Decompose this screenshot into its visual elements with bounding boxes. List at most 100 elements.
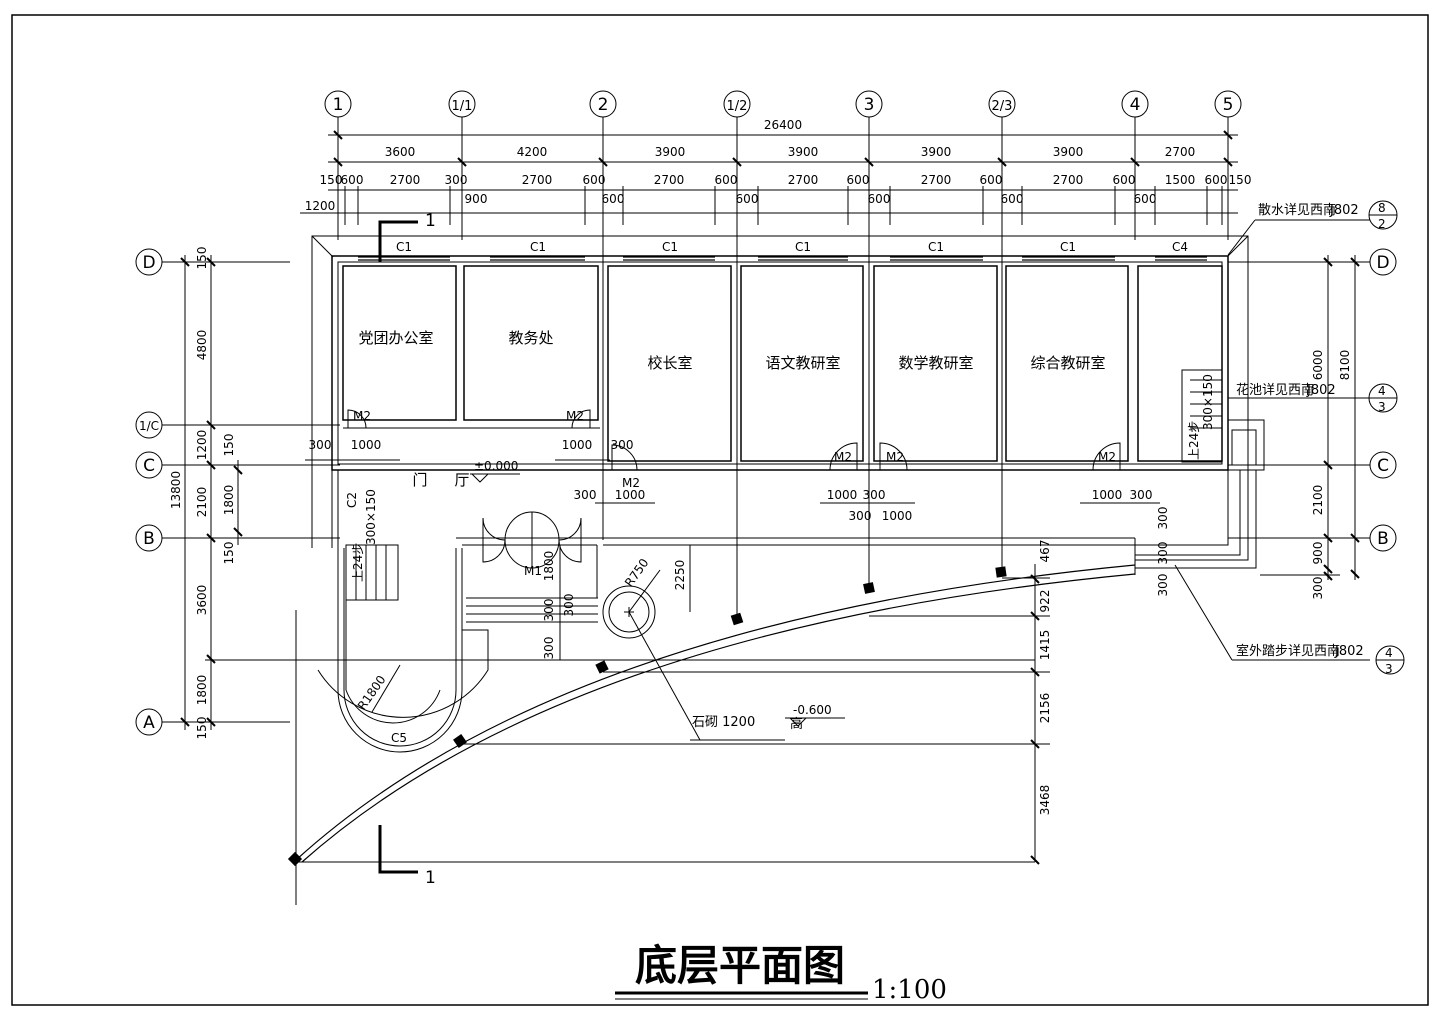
- porch-dim-lines: [371, 545, 691, 713]
- axis-label-C-right: C: [1377, 456, 1389, 476]
- dim-sub-0: 1200: [305, 199, 336, 213]
- axis-label-D-right: D: [1376, 253, 1389, 273]
- dim-open-9: 600: [847, 173, 870, 187]
- dim-bay-2: 4200: [517, 145, 548, 159]
- note-planter-sheet: 3: [1378, 400, 1386, 414]
- axis-label-B-right: B: [1377, 529, 1389, 549]
- dim-open-4: 2700: [522, 173, 553, 187]
- axis-label-B: B: [143, 529, 155, 549]
- top-dimension-lines: [300, 130, 1238, 620]
- axis-label-4: 4: [1130, 95, 1141, 115]
- dim-left-2: 1200: [195, 430, 209, 461]
- note-drain: 散水详见西南: [1258, 202, 1336, 218]
- stair-left-up: 上24步: [351, 543, 365, 582]
- elevation-main: ±0.000: [474, 459, 518, 473]
- window-label-2: C1: [530, 240, 546, 254]
- elevation-markers: [470, 473, 845, 727]
- dim-open-16: 150: [1229, 173, 1252, 187]
- dim-sub-4: 600: [868, 192, 891, 206]
- note-steps-ref: J802: [1334, 644, 1364, 659]
- dim-open-8: 2700: [788, 173, 819, 187]
- dim-sub-6: 600: [1134, 192, 1157, 206]
- dim-open-12: 2700: [1053, 173, 1084, 187]
- drawing-title: 底层平面图: [635, 941, 845, 990]
- door-dim-3: 300: [611, 438, 634, 452]
- dim-inner-0: 150: [222, 434, 236, 457]
- dim-overall-width: 26400: [764, 118, 802, 132]
- dim-inner-1: 1800: [222, 485, 236, 516]
- note-planter: 花池详见西南: [1236, 382, 1314, 398]
- dim-bay-7: 2700: [1165, 145, 1196, 159]
- axis-label-C: C: [143, 456, 155, 476]
- dim-left-6: 150: [195, 717, 209, 740]
- step-dim-1: 300: [1156, 542, 1170, 565]
- door-label-m1: M1: [524, 564, 542, 578]
- door-dim-4: 1000: [615, 488, 646, 502]
- dim-left-5: 1800: [195, 675, 209, 706]
- dim-open-11: 600: [980, 173, 1003, 187]
- step-dim-0: 300: [1156, 507, 1170, 530]
- note-planter-num: 4: [1378, 384, 1386, 398]
- title-block: 底层平面图 1:100: [615, 941, 947, 1005]
- axis-label-D: D: [142, 253, 155, 273]
- dim-open-15: 600: [1205, 173, 1228, 187]
- dim-bay-1: 3600: [385, 145, 416, 159]
- door-dim-11: 300: [1130, 488, 1153, 502]
- curve-dim-1: 922: [1038, 590, 1052, 613]
- window-label-7: C4: [1172, 240, 1188, 254]
- section-marks: [378, 220, 418, 874]
- dim-right-1: 2100: [1311, 485, 1325, 516]
- room-label-math-teaching: 数学教研室: [898, 354, 973, 372]
- curve-dim-3: 2156: [1038, 693, 1052, 724]
- note-planter-ref: J802: [1306, 383, 1336, 398]
- room-label-academic-affairs: 教务处: [508, 329, 553, 347]
- note-drain-sheet: 2: [1378, 217, 1386, 231]
- stair-right-size: 300×150: [1201, 374, 1215, 430]
- dim-bay-3: 3900: [655, 145, 686, 159]
- note-steps-num: 4: [1385, 646, 1393, 660]
- planter-radius: R750: [622, 556, 651, 590]
- room-label-principal: 校长室: [647, 354, 692, 372]
- axis-label-2: 2: [598, 95, 609, 115]
- door-dim-8: 1000: [882, 509, 913, 523]
- curve-dim-4: 3468: [1038, 785, 1052, 816]
- dim-open-2: 2700: [390, 173, 421, 187]
- section-mark-bottom: 1: [425, 868, 436, 888]
- porch-dim-1800: 1800: [542, 551, 556, 582]
- hall-label-1: 门: [412, 471, 427, 489]
- door-dim-0: 300: [309, 438, 332, 452]
- window-label-5: C1: [928, 240, 944, 254]
- dim-right-3: 300: [1311, 577, 1325, 600]
- door-label-6: M2: [1098, 450, 1116, 464]
- curve-dim-2: 1415: [1038, 630, 1052, 661]
- door-label-2: M2: [566, 409, 584, 423]
- axis-label-5: 5: [1223, 95, 1234, 115]
- dim-open-0: 150: [320, 173, 343, 187]
- room-label-general-teaching: 综合教研室: [1030, 354, 1105, 372]
- curved-site-wall: [295, 564, 1136, 905]
- drawing-frame: [11, 14, 1429, 1006]
- window-label-c5: C5: [391, 731, 407, 745]
- wall-pilasters: [287, 566, 1007, 867]
- dim-left-3: 2100: [195, 487, 209, 518]
- drawing-scale: 1:100: [872, 975, 947, 1005]
- dim-open-14: 1500: [1165, 173, 1196, 187]
- door-dim-2: 1000: [562, 438, 593, 452]
- axis-label-1-2: 1/2: [727, 99, 748, 114]
- dim-left-4: 3600: [195, 585, 209, 616]
- section-mark-top: 1: [425, 211, 436, 231]
- door-dim-5: 300: [574, 488, 597, 502]
- hall-label-2: 厅: [454, 471, 469, 489]
- axis-label-1-1: 1/1: [452, 99, 473, 114]
- door-label-4: M2: [834, 450, 852, 464]
- left-dimension-lines: [180, 255, 1035, 730]
- dim-open-10: 2700: [921, 173, 952, 187]
- dim-open-6: 2700: [654, 173, 685, 187]
- dim-open-1: 600: [341, 173, 364, 187]
- porch-dim-300c: 300: [542, 637, 556, 660]
- note-steps: 室外踏步详见西南: [1236, 643, 1340, 659]
- note-stone: 石砌 1200: [692, 715, 755, 730]
- door-dim-1: 1000: [351, 438, 382, 452]
- dim-left-0: 150: [195, 247, 209, 270]
